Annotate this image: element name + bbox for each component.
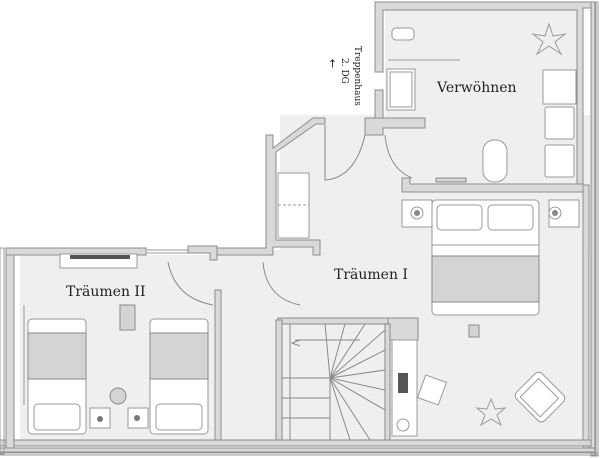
room-label-traeumen-2: Träumen II	[66, 284, 146, 300]
dryer	[544, 144, 575, 178]
room-label-traeumen-1: Träumen I	[334, 267, 408, 283]
stairwell-label-line1: Treppenhaus	[352, 46, 362, 106]
shower	[386, 68, 416, 111]
toilet-icon	[482, 139, 508, 183]
door-bathroom	[384, 134, 413, 179]
bathroom-fixtures	[386, 22, 577, 183]
bathroom-sink-top	[391, 27, 415, 41]
plant-icon	[531, 22, 567, 56]
doors	[167, 125, 413, 306]
armchair	[514, 371, 566, 423]
staircase	[281, 323, 386, 441]
door-entrance	[324, 125, 366, 181]
chair	[416, 374, 448, 406]
plant-icon-2	[475, 397, 507, 427]
traeumen-2-furniture	[23, 253, 209, 435]
door-traeumen-1	[262, 261, 301, 306]
stairwell-label: Treppenhaus	[351, 46, 362, 106]
traeumen-1-furniture	[391, 199, 580, 437]
stairwell-label-line2: 2. DG	[339, 58, 349, 84]
stairwell-sublabel: 2. DG	[338, 58, 349, 84]
door-traeumen-2	[167, 261, 214, 306]
room-label-verwoehnen: Verwöhnen	[437, 80, 517, 96]
side-table	[109, 387, 127, 405]
arrow-up-icon: ←	[326, 58, 340, 69]
cabinet	[542, 69, 577, 105]
stool	[119, 304, 136, 331]
washing-machine	[544, 106, 575, 140]
